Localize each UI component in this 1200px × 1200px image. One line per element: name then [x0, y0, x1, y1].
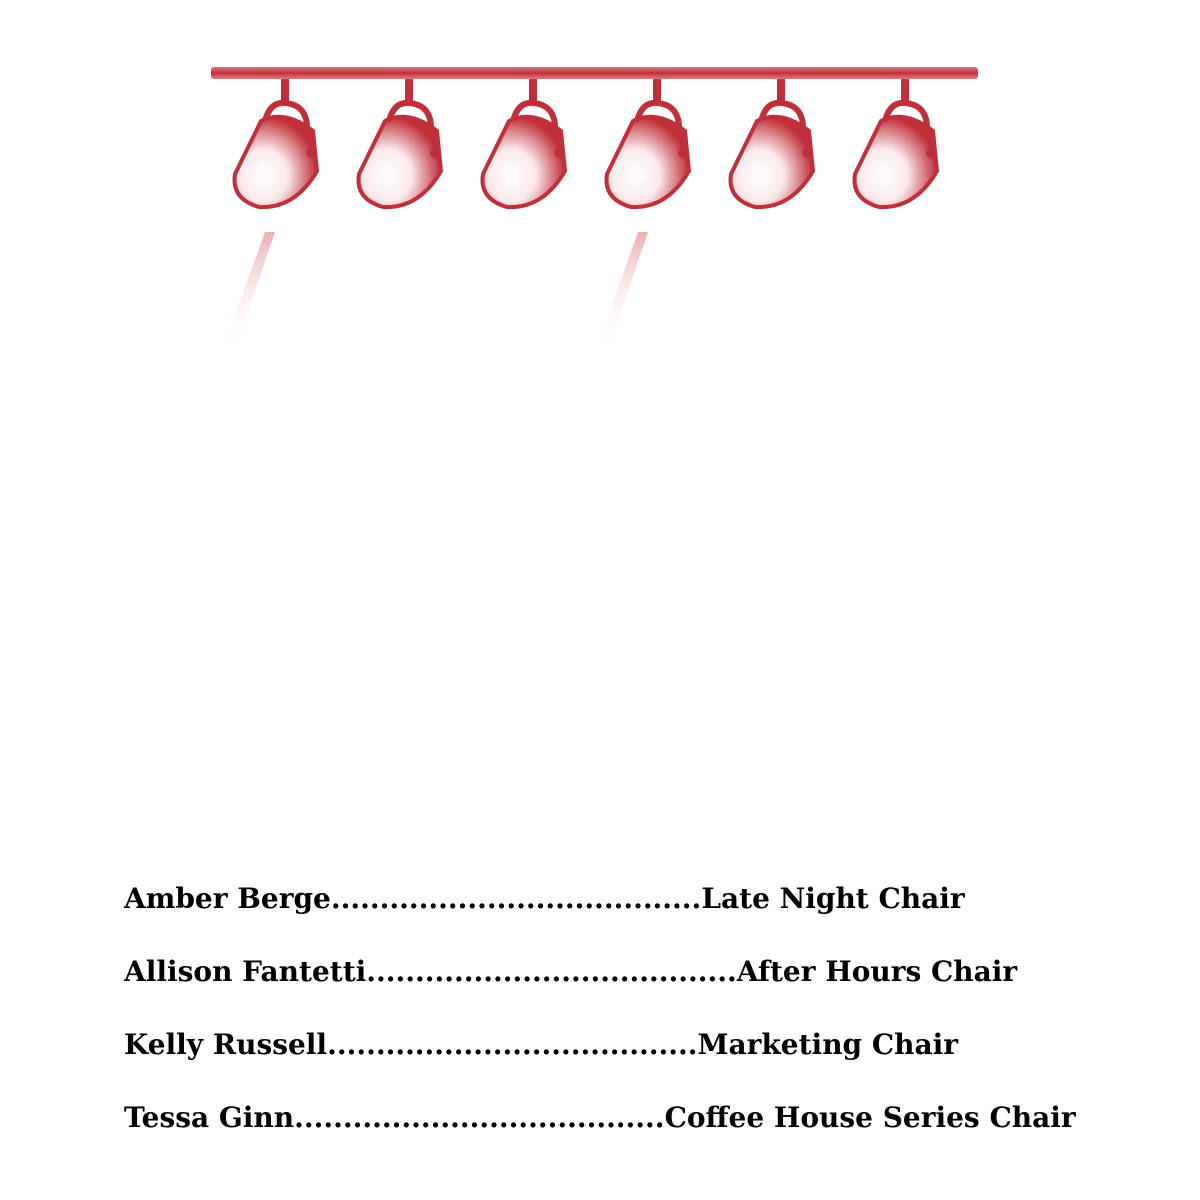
member-role: Coffee House Series Chair: [664, 1101, 1076, 1134]
spotlight-lamp: [728, 79, 816, 210]
spotlight-lamp: [852, 79, 940, 210]
light-beam: [222, 232, 275, 350]
roster-row: Amber Berge.............................…: [124, 878, 1184, 951]
roster-row: Tessa Ginn..............................…: [124, 1097, 1184, 1170]
member-role: Late Night Chair: [701, 882, 965, 915]
light-beam: [596, 232, 648, 350]
committee-roster: Amber Berge.............................…: [124, 878, 1184, 1170]
stage-spotlights-illustration: [211, 67, 978, 350]
member-name: Allison Fantetti: [124, 955, 367, 988]
member-role: After Hours Chair: [736, 955, 1018, 988]
member-name: Tessa Ginn: [124, 1101, 295, 1134]
spotlight-lamp: [604, 79, 692, 210]
dot-leader: ......................................: [330, 882, 702, 915]
spotlight-lamp: [480, 79, 568, 210]
member-name: Amber Berge: [124, 882, 331, 915]
member-role: Marketing Chair: [697, 1028, 959, 1061]
dot-leader: ......................................: [327, 1028, 698, 1061]
dot-leader: ......................................: [294, 1101, 665, 1134]
lighting-rail: [211, 67, 978, 79]
dot-leader: ......................................: [366, 955, 737, 988]
spotlight-lamp: [232, 79, 320, 210]
spotlight-lamp: [356, 79, 444, 210]
roster-row: Kelly Russell...........................…: [124, 1024, 1184, 1097]
roster-row: Allison Fantetti........................…: [124, 951, 1184, 1024]
member-name: Kelly Russell: [124, 1028, 328, 1061]
